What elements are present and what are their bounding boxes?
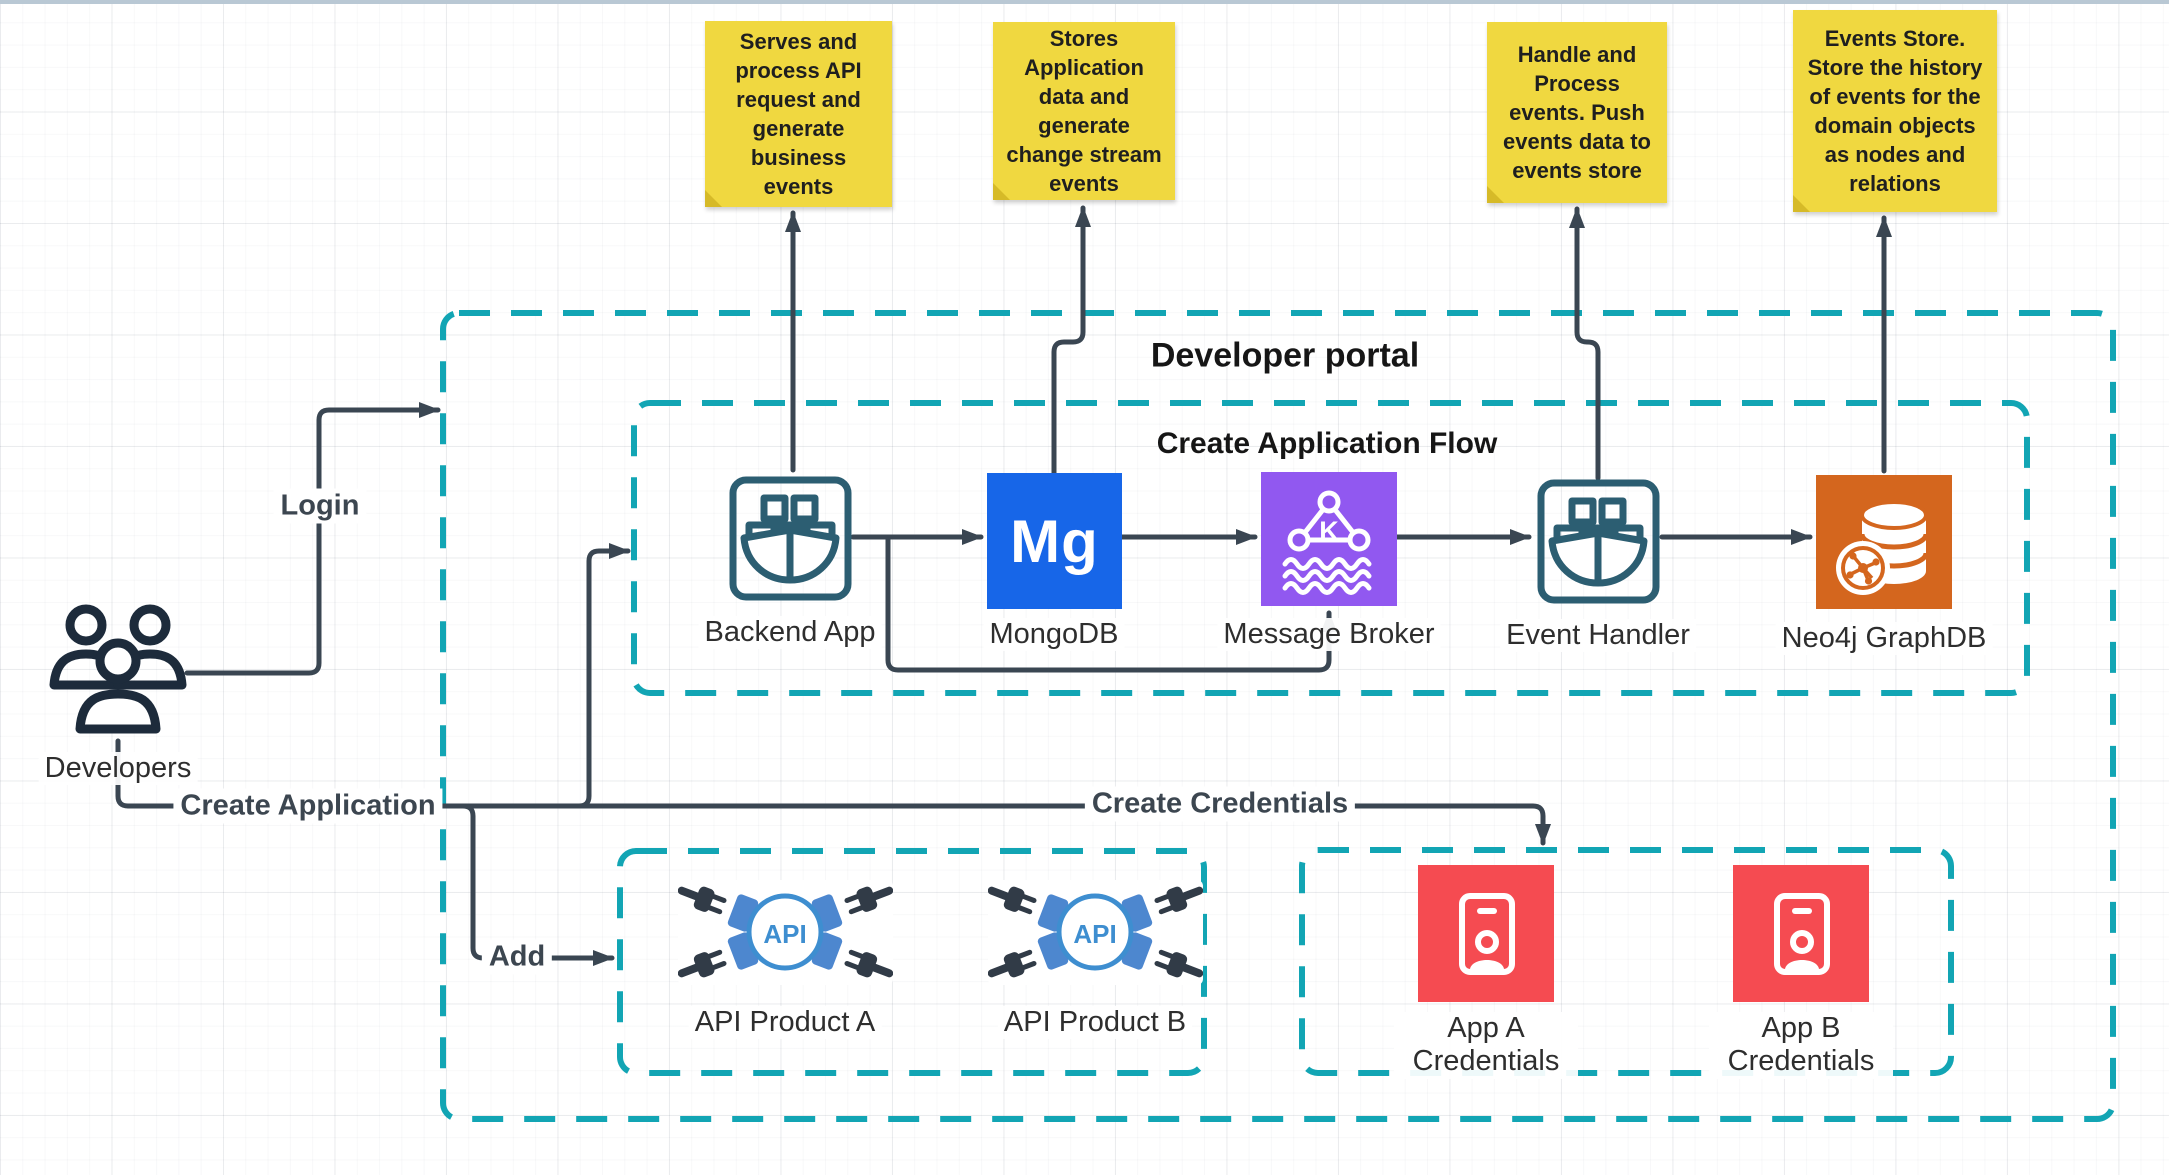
id-card-icon (1459, 893, 1515, 975)
mongodb-label: MongoDB (983, 618, 1125, 652)
sticky-note-events-store[interactable]: Events Store. Store the history of event… (1793, 10, 1997, 212)
container-ship-icon (1537, 479, 1660, 604)
message-broker-node[interactable]: K (1261, 472, 1397, 606)
sticky-note-handler[interactable]: Handle and Process events. Push events d… (1487, 22, 1667, 203)
app-b-credentials-label: App B Credentials (1709, 1012, 1893, 1079)
credentials-container[interactable] (1299, 847, 1954, 1076)
neo4j-node[interactable] (1816, 475, 1952, 609)
note-fold-corner (1487, 186, 1504, 203)
developers-node[interactable] (48, 598, 188, 740)
developers-icon (49, 604, 187, 734)
edge-label-create-application: Create Application (173, 788, 443, 824)
note-text: Events Store. Store the history of event… (1807, 25, 1983, 197)
mongodb-logo: Mg (1010, 507, 1099, 575)
api-product-b-node[interactable]: API (987, 880, 1204, 985)
api-plug-icon: API (987, 886, 1204, 978)
api-products-container[interactable] (617, 848, 1207, 1076)
kafka-broker-icon: K (1282, 490, 1372, 595)
flow-title: Create Application Flow (1156, 427, 1498, 460)
id-card-icon (1774, 893, 1830, 975)
portal-title: Developer portal (1150, 336, 1420, 375)
api-plug-icon: API (677, 886, 894, 978)
create-application-flow-container[interactable] (631, 400, 2030, 696)
edge-create-credentials-line (115, 738, 1551, 846)
container-ship-icon (729, 476, 852, 601)
edge-label-login: Login (273, 488, 367, 524)
app-a-credentials-node[interactable] (1418, 865, 1554, 1002)
edge-mongodb-to-note (1051, 205, 1091, 476)
kafka-k-letter: K (1319, 516, 1339, 546)
api-product-a-node[interactable]: API (677, 880, 894, 985)
api-badge-text: API (763, 919, 806, 949)
developer-portal-container[interactable] (440, 310, 2116, 1122)
edge-backend-to-broker-events (885, 536, 1337, 673)
api-product-a-label: API Product A (688, 1006, 882, 1040)
api-product-b-label: API Product B (997, 1006, 1193, 1040)
mongodb-node[interactable]: Mg (987, 473, 1122, 609)
note-text: Stores Application data and generate cha… (1006, 25, 1162, 197)
event-handler-label: Event Handler (1500, 619, 1696, 653)
message-broker-label: Message Broker (1217, 618, 1441, 652)
backend-app-node[interactable] (728, 475, 853, 602)
edge-add-line (460, 803, 615, 966)
edge-create-application-line (576, 543, 631, 809)
backend-app-label: Backend App (698, 616, 882, 650)
event-handler-node[interactable] (1535, 478, 1662, 605)
developers-label: Developers (38, 752, 198, 786)
edge-label-add: Add (481, 939, 553, 975)
app-a-credentials-label: App A Credentials (1394, 1012, 1578, 1079)
note-text: Handle and Process events. Push events d… (1503, 41, 1651, 184)
app-b-credentials-node[interactable] (1733, 865, 1869, 1002)
note-fold-corner (1793, 195, 1810, 212)
note-text: Serves and process API request and gener… (735, 28, 862, 200)
neo4j-label: Neo4j GraphDB (1775, 622, 1993, 656)
sticky-note-backend[interactable]: Serves and process API request and gener… (705, 21, 892, 207)
sticky-note-mongodb[interactable]: Stores Application data and generate cha… (993, 22, 1175, 200)
edge-login-line (184, 402, 441, 676)
note-fold-corner (993, 183, 1010, 200)
note-fold-corner (705, 190, 722, 207)
api-badge-text: API (1073, 919, 1116, 949)
edge-handler-to-note (1569, 206, 1601, 481)
graph-database-icon (1836, 500, 1929, 595)
edge-label-create-credentials: Create Credentials (1084, 786, 1356, 822)
